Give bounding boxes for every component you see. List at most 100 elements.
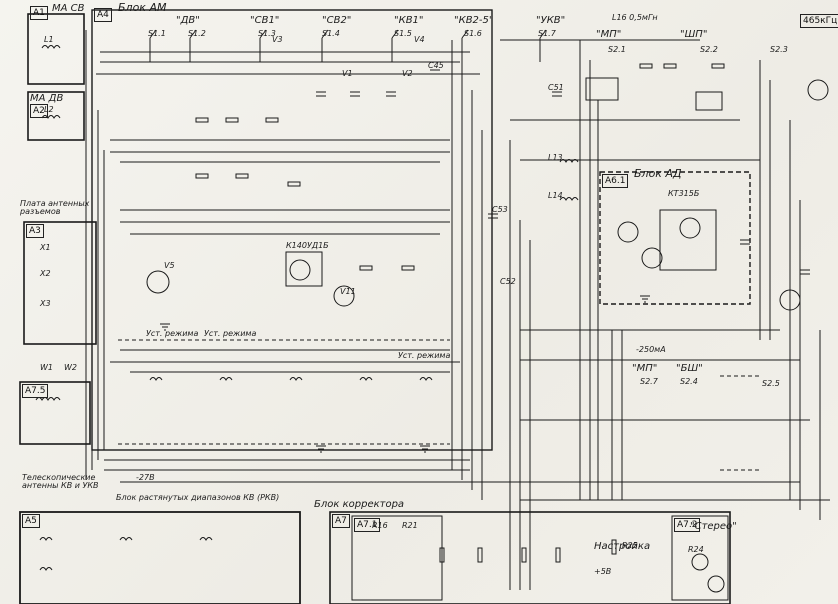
block-a3-title: Плата антенных разъемов (20, 199, 90, 216)
switch-s11: S1.1 (148, 29, 166, 38)
band-label-kv25: "КВ2-5" (454, 15, 494, 26)
block-a1-frame (27, 13, 85, 85)
top-horizontal-runs (96, 51, 480, 75)
resistor-r16: R16 (372, 521, 388, 530)
block-a6-title: Блок АД (634, 167, 682, 180)
band-label-ukv: "УКВ" (536, 15, 566, 26)
switch-s12: S1.2 (188, 29, 206, 38)
block-a4-tag: A4 (94, 8, 112, 22)
transistor-v11: V11 (340, 287, 356, 296)
tuning-label: Настройка (594, 541, 651, 552)
block-a5-frame (19, 511, 301, 604)
stereo-label: "Стерео" (690, 521, 737, 532)
capacitor-symbols (316, 69, 810, 275)
switch-s21: S2.1 (608, 45, 626, 54)
resistor-r25: R25 (622, 541, 638, 550)
transistor-v5: V5 (164, 261, 175, 270)
transistor-v2: V2 (402, 69, 413, 78)
block-a6-tag: A6.1 (602, 174, 629, 188)
block-a1-tag: A1 (30, 6, 48, 20)
bottom-horizontal-runs (104, 459, 800, 483)
capacitor-c51: C51 (548, 83, 564, 92)
band-label-kv1: "КВ1" (394, 15, 424, 26)
switch-s27: S2.7 (640, 377, 658, 386)
transistor-v4: V4 (414, 35, 425, 44)
mode-set-label-2: Уст. режима (204, 329, 257, 338)
band-label-bsh: "БШ" (676, 363, 703, 374)
coil-l1: L1 (44, 35, 54, 44)
block-a4-title: Блок АМ (118, 1, 167, 14)
block-a71-frame (351, 515, 443, 601)
right-bus-lines (579, 40, 623, 500)
ground-symbols (160, 295, 650, 453)
transistor-symbols (146, 79, 829, 593)
block-a7-title: Блок корректора (314, 499, 405, 510)
block-a7-tag: A7 (332, 514, 350, 528)
coil-symbols (35, 45, 579, 571)
switch-s14: S1.4 (322, 29, 340, 38)
block-a72-frame (671, 515, 729, 601)
band-label-mp: "МП" (596, 29, 622, 40)
block-a75-frame (19, 381, 91, 445)
switch-s22: S2.2 (700, 45, 718, 54)
switch-s24: S2.4 (680, 377, 698, 386)
connector-x2: X2 (40, 269, 51, 278)
block-a1-title: МА СВ (52, 3, 85, 14)
coil-l14: L14 (548, 191, 563, 200)
mode-set-label-1: Уст. режима (146, 329, 199, 338)
block-a2-tag: A2 (30, 104, 48, 118)
resistor-symbols (195, 63, 725, 563)
band-label-sv1: "СВ1" (250, 15, 280, 26)
block-a2-title: МА ДВ (30, 93, 64, 104)
resistor-r24: R24 (688, 545, 704, 554)
block-a2-frame (27, 91, 85, 141)
band-label-dv: "ДВ" (176, 15, 200, 26)
voltage-label-minus: -27В (136, 473, 155, 482)
left-bus-lines (85, 30, 105, 480)
voltage-label-plus5: +5В (594, 567, 612, 576)
block-a4-frame (91, 9, 493, 451)
resistor-r21: R21 (402, 521, 418, 530)
middle-horizontal-runs (120, 209, 450, 235)
dashed-zone-lines (118, 339, 450, 445)
dashed-zone-lines-right (720, 375, 760, 471)
block-a71-tag: A7.1 (354, 518, 381, 532)
transistor-part-label: КТ315Б (668, 189, 700, 198)
switch-s23: S2.3 (770, 45, 788, 54)
switch-s16: S1.6 (464, 29, 482, 38)
band-label-sv2: "СВ2" (322, 15, 352, 26)
antenna-w1: W1 (40, 363, 53, 372)
capacitor-c53: C53 (492, 205, 508, 214)
lower-horizontal-runs (110, 349, 460, 373)
upper-horizontal-runs (110, 139, 450, 163)
switch-s25: S2.5 (762, 379, 780, 388)
block-a6-frame (599, 171, 751, 305)
antenna-w2: W2 (64, 363, 77, 372)
mid-bus-lines (451, 40, 531, 590)
block-a72-tag: A7.2 (674, 518, 701, 532)
capacitor-c52: C52 (500, 277, 516, 286)
block-a5-title: Блок растянутых диапазонов КВ (РКВ) (116, 493, 280, 502)
connector-x3: X3 (40, 299, 51, 308)
transistor-v1: V1 (342, 69, 353, 78)
switch-s17: S1.7 (538, 29, 556, 38)
band-label-mp2: "МП" (632, 363, 658, 374)
block-a75-tag: A7.5 (22, 384, 49, 398)
current-label: -250мА (636, 345, 666, 354)
coil-l13: L13 (548, 153, 563, 162)
switch-s15: S1.5 (394, 29, 412, 38)
block-a3-frame (23, 221, 97, 345)
coil-l2: L2 (44, 105, 54, 114)
transistor-v3: V3 (272, 35, 283, 44)
mode-set-label-3: Уст. режима (398, 351, 451, 360)
switch-row (149, 29, 547, 62)
if-frequency-label: 465кГц (800, 14, 838, 28)
coil-label-l16: L16 0,5мГн (612, 13, 658, 22)
band-label-shp: "ШП" (680, 29, 708, 40)
switch-s13: S1.3 (258, 29, 276, 38)
ic-symbols (285, 77, 723, 287)
right-horizontal-runs (500, 39, 830, 501)
connector-x1: X1 (40, 243, 51, 252)
